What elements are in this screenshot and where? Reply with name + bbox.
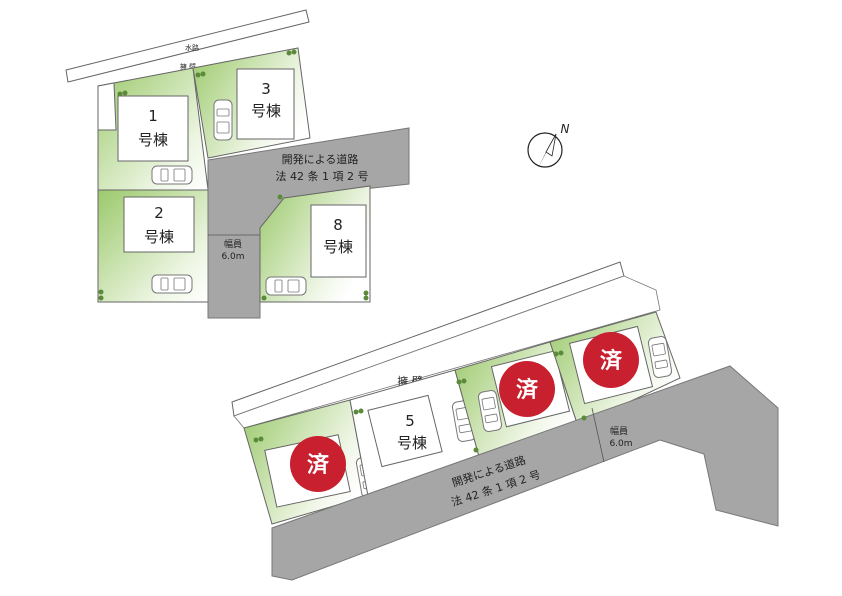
- upper-waterway-label: 水路: [185, 43, 199, 52]
- upper-road-label-2: 法 42 条 1 項 2 号: [276, 169, 369, 183]
- lower-bush-marks: [253, 350, 587, 453]
- sold-badge-1-text: 済: [307, 452, 330, 478]
- lot-8-suffix: 号棟: [323, 238, 353, 256]
- sold-badge-2-text: 済: [516, 377, 539, 403]
- lot-3-car-icon: [213, 99, 233, 141]
- lower-road-width-1: 幅員: [610, 425, 628, 437]
- lot-1-suffix: 号棟: [138, 131, 168, 149]
- lot-1-house: [117, 95, 189, 162]
- lot-8-number: 8: [333, 216, 343, 234]
- upper-site: 水路 擁 壁 1 号棟 2 号棟 3 号棟 開発による道路 法 42 条 1 項…: [65, 9, 410, 319]
- upper-retaining-wall-label: 擁 壁: [180, 62, 196, 71]
- upper-road-width-1: 幅員: [224, 238, 242, 250]
- sold-badge-1: 済: [290, 436, 346, 492]
- lower-road-divider: [591, 407, 605, 463]
- lower-road-width-2: 6.0m: [609, 439, 632, 449]
- upper-road-width-2: 6.0m: [221, 252, 244, 262]
- lot-3-suffix: 号棟: [251, 102, 281, 120]
- upper-road-label-1: 開発による道路: [282, 152, 359, 166]
- lot-1-car-icon: [151, 165, 193, 185]
- lot-5-number: 5: [405, 412, 415, 430]
- lot-2-suffix: 号棟: [144, 228, 174, 246]
- lot-3-number: 3: [261, 80, 271, 98]
- north-arrow-icon: N: [527, 122, 570, 168]
- sold-badge-3-text: 済: [600, 348, 623, 374]
- upper-bush-marks: [98, 49, 369, 301]
- lot-3-house: [236, 68, 295, 140]
- lower-retaining-wall: [233, 275, 661, 429]
- lot-2-house: [123, 196, 195, 253]
- lot-8-house: [310, 204, 367, 278]
- north-label: N: [561, 122, 570, 136]
- lot-2-car-icon: [151, 274, 193, 294]
- lot-2-number: 2: [154, 204, 164, 222]
- lot-1-notch: [97, 82, 117, 131]
- lot-8-car-icon: [265, 276, 307, 296]
- lot-5-suffix: 号棟: [397, 434, 427, 452]
- sold-badge-2: 済: [499, 361, 555, 417]
- lower-site: 水路 擁 壁 5 号棟 開発による道路 法: [231, 261, 779, 581]
- lot-1-number: 1: [148, 107, 158, 125]
- sold-badge-3: 済: [583, 332, 639, 388]
- lot-5-house: [367, 394, 443, 468]
- upper-waterway: [65, 9, 310, 83]
- lower-road: [271, 365, 779, 581]
